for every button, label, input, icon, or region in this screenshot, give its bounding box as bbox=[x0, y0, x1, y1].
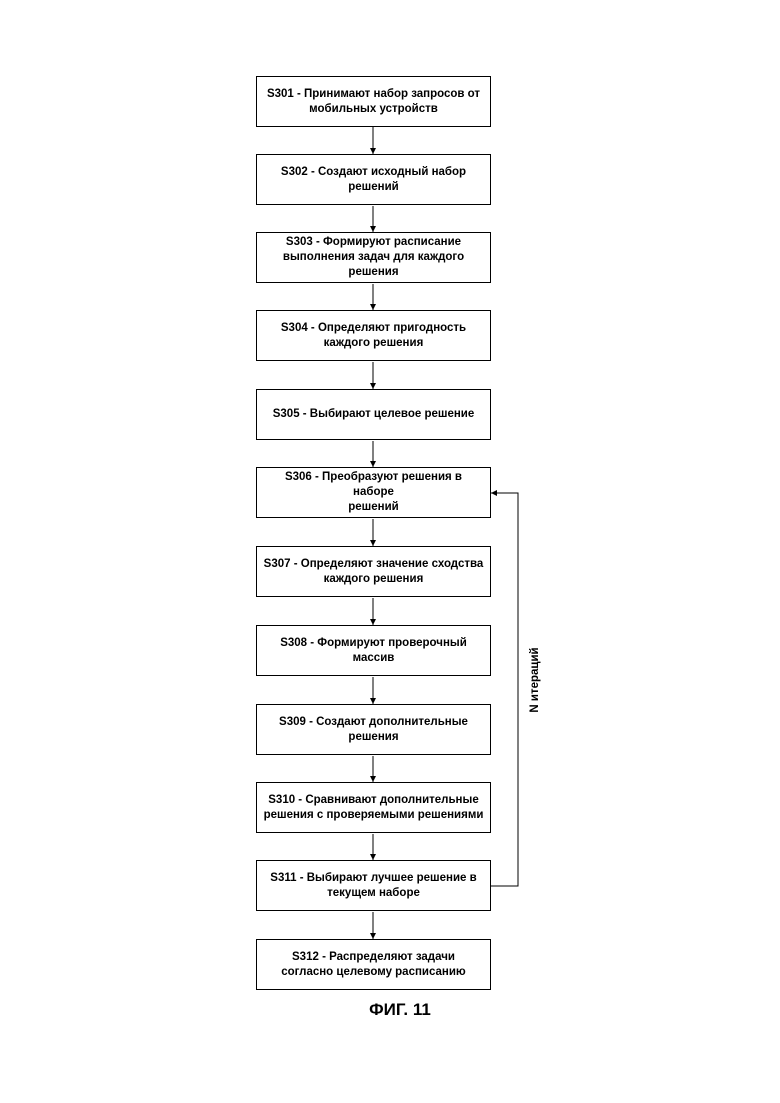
step-s302: S302 - Создают исходный набор решений bbox=[256, 154, 491, 205]
step-s307: S307 - Определяют значение сходства кажд… bbox=[256, 546, 491, 597]
step-s306: S306 - Преобразуют решения в наборе реше… bbox=[256, 467, 491, 518]
step-s306-text: S306 - Преобразуют решения в наборе реше… bbox=[263, 470, 484, 515]
loop-iterations-label: N итераций bbox=[529, 647, 541, 712]
step-s311-text: S311 - Выбирают лучшее решение в текущем… bbox=[270, 871, 476, 901]
step-s305-text: S305 - Выбирают целевое решение bbox=[273, 407, 475, 422]
step-s309: S309 - Создают дополнительные решения bbox=[256, 704, 491, 755]
step-s303: S303 - Формируют расписание выполнения з… bbox=[256, 232, 491, 283]
step-s307-text: S307 - Определяют значение сходства кажд… bbox=[264, 557, 484, 587]
step-s309-text: S309 - Создают дополнительные решения bbox=[279, 715, 468, 745]
step-s305: S305 - Выбирают целевое решение bbox=[256, 389, 491, 440]
loop-back-arrow bbox=[491, 493, 518, 886]
step-s302-text: S302 - Создают исходный набор решений bbox=[281, 165, 466, 195]
step-s310: S310 - Сравнивают дополнительные решения… bbox=[256, 782, 491, 833]
step-s308-text: S308 - Формируют проверочный массив bbox=[280, 636, 467, 666]
step-s312: S312 - Распределяют задачи согласно целе… bbox=[256, 939, 491, 990]
step-s301-text: S301 - Принимают набор запросов от мобил… bbox=[267, 87, 480, 117]
step-s301: S301 - Принимают набор запросов от мобил… bbox=[256, 76, 491, 127]
step-s304: S304 - Определяют пригодность каждого ре… bbox=[256, 310, 491, 361]
step-s310-text: S310 - Сравнивают дополнительные решения… bbox=[264, 793, 484, 823]
step-s303-text: S303 - Формируют расписание выполнения з… bbox=[283, 235, 464, 280]
figure-caption: ФИГ. 11 bbox=[0, 1000, 780, 1020]
step-s312-text: S312 - Распределяют задачи согласно целе… bbox=[281, 950, 466, 980]
step-s311: S311 - Выбирают лучшее решение в текущем… bbox=[256, 860, 491, 911]
step-s308: S308 - Формируют проверочный массив bbox=[256, 625, 491, 676]
step-s304-text: S304 - Определяют пригодность каждого ре… bbox=[281, 321, 466, 351]
